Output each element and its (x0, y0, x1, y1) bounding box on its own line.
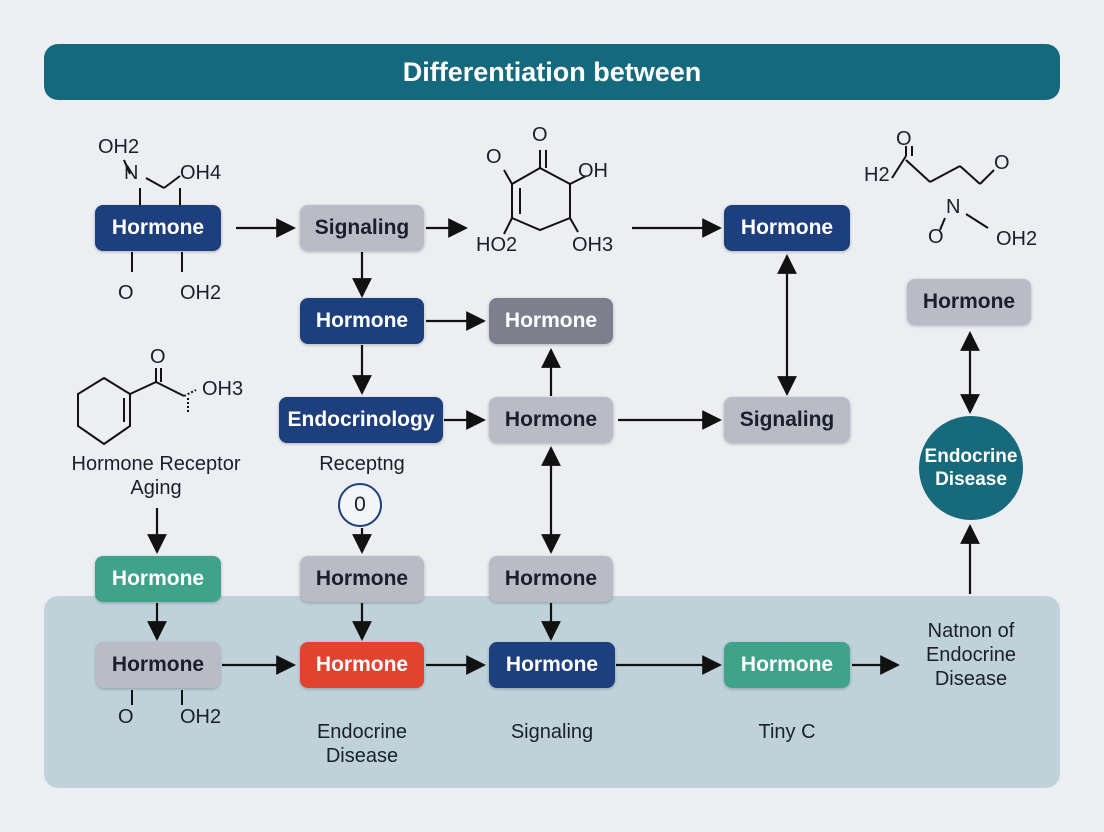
chem-label: OH4 (180, 162, 222, 184)
label-nation-of-endocrine-disease: Natnon of Endocrine Disease (900, 619, 1042, 691)
node-hormone[interactable]: Hormone (300, 298, 424, 344)
node-hormone[interactable]: Hormone (96, 642, 220, 688)
node-endocrinology[interactable]: Endocrinology (279, 397, 443, 443)
label-endocrine-disease: Endocrine Disease (290, 720, 434, 768)
chem-label: O (994, 152, 1010, 174)
molecule-1-bonds (123, 159, 183, 272)
step-badge: 0 (338, 483, 382, 527)
chem-label: O (118, 706, 134, 728)
node-hormone[interactable]: Hormone (300, 642, 424, 688)
label-hormone-receptor: Hormone Receptor Aging (50, 452, 262, 500)
molecule-5-bonds (131, 690, 183, 705)
molecule-4-bonds (77, 368, 197, 446)
chem-label: HO2 (476, 234, 518, 256)
chem-label: OH3 (572, 234, 614, 256)
label-line: Aging (130, 477, 182, 499)
chem-label: O (896, 128, 912, 150)
label-line: Disease (325, 745, 399, 767)
node-hormone[interactable]: Hormone (489, 298, 613, 344)
endocrine-disease-circle[interactable]: Endocrine Disease (919, 416, 1023, 520)
chem-label: N (124, 162, 139, 184)
chem-label: N (946, 196, 961, 218)
chem-label: OH2 (180, 282, 222, 304)
chem-label: OH3 (202, 378, 244, 400)
molecule-2-bonds (503, 150, 587, 235)
label-recepting: Receptng (319, 453, 405, 475)
label-line: Endocrine (316, 721, 408, 743)
label-line: Disease (934, 668, 1008, 690)
chem-label: OH (578, 160, 608, 182)
label-line: Endocrine (925, 644, 1017, 666)
chem-label: OH2 (180, 706, 222, 728)
chem-label: O (532, 124, 548, 146)
node-hormone[interactable]: Hormone (95, 205, 221, 251)
chem-label: OH2 (98, 136, 140, 158)
label-line: Natnon of (927, 620, 1015, 642)
node-hormone[interactable]: Hormone (724, 205, 850, 251)
diagram-title: Differentiation between (402, 56, 702, 87)
node-signaling[interactable]: Signaling (724, 397, 850, 443)
node-signaling[interactable]: Signaling (300, 205, 424, 251)
node-hormone[interactable]: Hormone (489, 556, 613, 602)
chem-label: H2 (864, 164, 890, 186)
chem-label: O (928, 226, 944, 248)
node-hormone[interactable]: Hormone (489, 397, 613, 443)
chem-label: O (486, 146, 502, 168)
node-hormone[interactable]: Hormone (489, 642, 615, 688)
circle-line: Endocrine (924, 446, 1018, 467)
node-hormone[interactable]: Hormone (95, 556, 221, 602)
chem-label: O (150, 346, 166, 368)
circle-line: Disease (935, 469, 1007, 490)
chem-label: OH2 (996, 228, 1038, 250)
chem-label: O (118, 282, 134, 304)
label-line: Hormone Receptor (71, 453, 241, 475)
node-hormone[interactable]: Hormone (300, 556, 424, 602)
molecule-3-bonds (891, 146, 995, 231)
node-hormone[interactable]: Hormone (724, 642, 850, 688)
label-tiny: Tiny C (758, 721, 816, 743)
label-signaling: Signaling (510, 721, 594, 743)
node-hormone[interactable]: Hormone (907, 279, 1031, 325)
title-bar: Differentiation between (44, 44, 1060, 100)
